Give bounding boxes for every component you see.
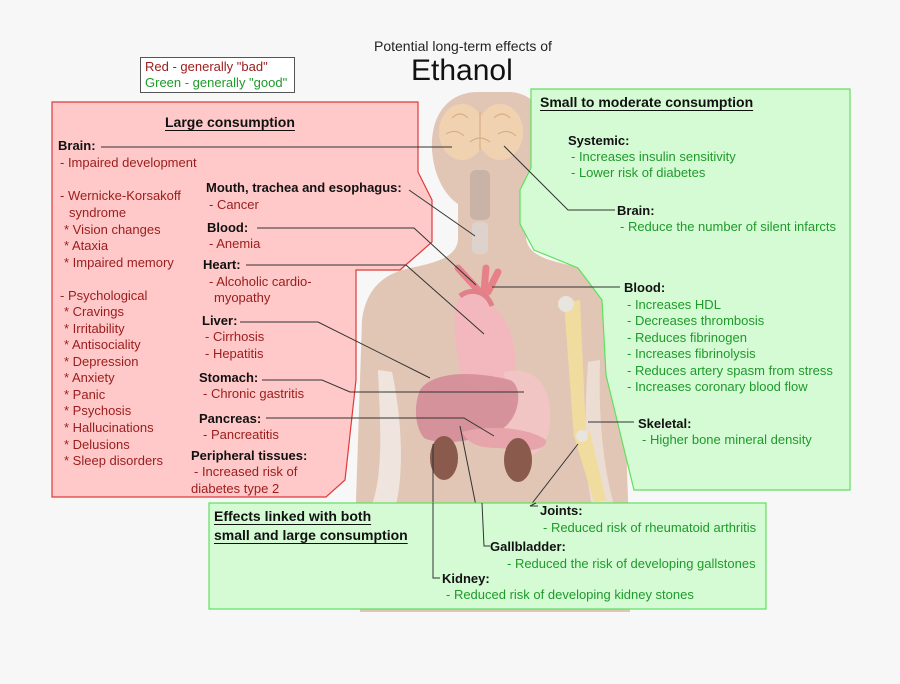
large-consumption-box xyxy=(51,101,433,498)
liver-illustration xyxy=(415,374,519,443)
large-peripheral-item: diabetes type 2 xyxy=(191,481,280,496)
color-legend: Red - generally "bad" Green - generally … xyxy=(140,57,295,93)
large-brain-item: * Hallucinations xyxy=(64,420,154,435)
large-liver-heading: Liver: xyxy=(202,313,238,328)
legend-red: Red - generally "bad" xyxy=(145,59,268,74)
large-brain-item: syndrome xyxy=(69,205,127,220)
both-joints-heading: Joints: xyxy=(540,503,583,518)
large-brain-item: * Sleep disorders xyxy=(64,453,163,468)
small-skeletal-heading: Skeletal: xyxy=(638,416,692,431)
large-blood-heading: Blood: xyxy=(207,220,249,235)
both-consumption-title-line2: small and large consumption xyxy=(214,527,408,543)
large-brain-item: - Wernicke-Korsakoff xyxy=(60,188,181,203)
large-brain-item: * Panic xyxy=(64,387,106,402)
both-gallbladder-item: - Reduced the risk of developing gallsto… xyxy=(507,556,756,571)
large-brain-heading: Brain: xyxy=(58,138,96,153)
large-brain-item: - Psychological xyxy=(60,288,148,303)
both-joints-item: - Reduced risk of rheumatoid arthritis xyxy=(543,520,757,535)
both-consumption-title-line1: Effects linked with both xyxy=(214,508,372,524)
large-pancreas-item: - Pancreatitis xyxy=(203,427,279,442)
large-peripheral-item: - Increased risk of xyxy=(194,464,298,479)
large-mouth-item: - Cancer xyxy=(209,197,259,212)
small-brain-heading: Brain: xyxy=(617,203,655,218)
small-blood-heading: Blood: xyxy=(624,280,666,295)
large-brain-item: * Delusions xyxy=(64,437,130,452)
large-blood-item: - Anemia xyxy=(209,236,261,251)
large-stomach-item: - Chronic gastritis xyxy=(203,386,305,401)
large-consumption-title: Large consumption xyxy=(165,114,295,130)
legend-green: Green - generally "good" xyxy=(145,75,288,90)
large-brain-item: * Depression xyxy=(64,354,139,369)
small-blood-item: - Increases fibrinolysis xyxy=(627,346,756,361)
large-brain-item: * Cravings xyxy=(64,304,124,319)
small-systemic-heading: Systemic: xyxy=(568,133,630,148)
large-brain-item: * Ataxia xyxy=(64,238,109,253)
large-brain-item: * Impaired memory xyxy=(64,255,174,270)
large-liver-item: - Hepatitis xyxy=(205,346,264,361)
large-brain-item: * Antisociality xyxy=(64,337,141,352)
small-systemic-item: - Increases insulin sensitivity xyxy=(571,149,736,164)
small-blood-item: - Increases HDL xyxy=(627,297,721,312)
both-gallbladder-heading: Gallbladder: xyxy=(490,539,566,554)
large-heart-heading: Heart: xyxy=(203,257,241,272)
both-consumption-box xyxy=(208,502,767,610)
arm-bone-illustration xyxy=(558,296,606,502)
small-blood-item: - Reduces artery spasm from stress xyxy=(627,363,833,378)
large-peripheral-heading: Peripheral tissues: xyxy=(191,448,308,463)
small-blood-item: - Decreases thrombosis xyxy=(627,313,765,328)
heart-illustration xyxy=(454,288,516,394)
small-blood-item: - Increases coronary blood flow xyxy=(627,379,808,394)
small-blood-item: - Reduces fibrinogen xyxy=(627,330,747,345)
diagram-subtitle: Potential long-term effects of xyxy=(374,38,552,54)
large-brain-item: - Impaired development xyxy=(60,155,197,170)
large-pancreas-heading: Pancreas: xyxy=(199,411,262,426)
large-stomach-heading: Stomach: xyxy=(199,370,259,385)
large-brain-item: * Psychosis xyxy=(64,403,132,418)
large-heart-item: - Alcoholic cardio- xyxy=(209,274,312,289)
both-kidney-item: - Reduced risk of developing kidney ston… xyxy=(446,587,694,602)
brain-illustration xyxy=(439,104,523,160)
large-mouth-heading: Mouth, trachea and esophagus: xyxy=(206,180,402,195)
diagram-title: Ethanol xyxy=(411,54,513,87)
large-brain-item: * Irritability xyxy=(64,321,125,336)
both-kidney-heading: Kidney: xyxy=(442,571,490,586)
trachea-illustration xyxy=(470,170,490,254)
small-consumption-title: Small to moderate consumption xyxy=(540,94,754,110)
large-brain-item: * Anxiety xyxy=(64,370,115,385)
kidney-right-illustration xyxy=(504,438,532,482)
kidney-left-illustration xyxy=(430,436,458,480)
large-liver-item: - Cirrhosis xyxy=(205,329,265,344)
large-brain-item: * Vision changes xyxy=(64,222,161,237)
large-heart-item: myopathy xyxy=(214,290,271,305)
small-brain-item: - Reduce the number of silent infarcts xyxy=(620,219,837,234)
small-consumption-box xyxy=(519,88,851,491)
small-skeletal-item: - Higher bone mineral density xyxy=(642,432,812,447)
small-systemic-item: - Lower risk of diabetes xyxy=(571,165,706,180)
